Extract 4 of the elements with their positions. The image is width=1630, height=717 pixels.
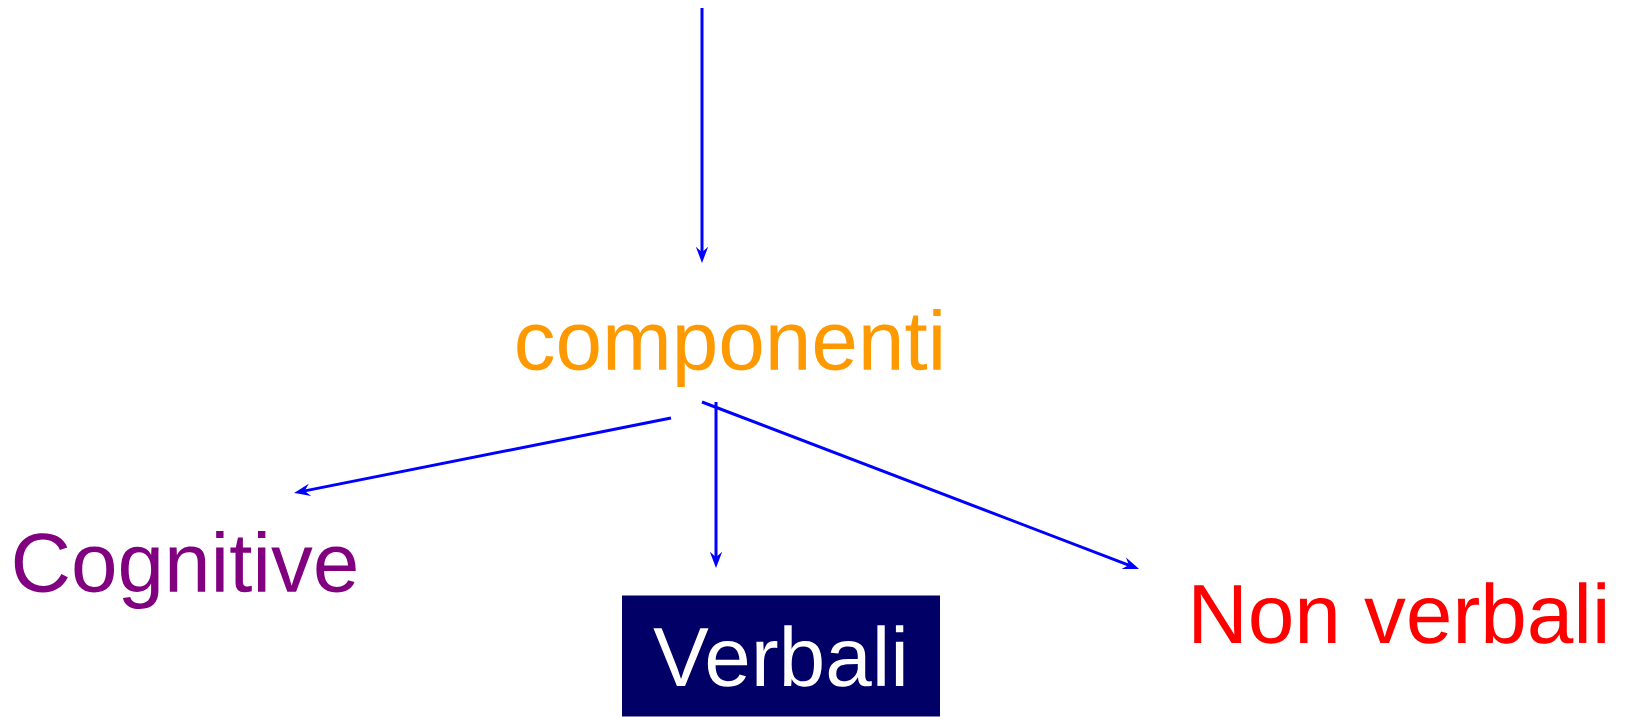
text-box: Verbali bbox=[622, 595, 940, 717]
label-text: Cognitive bbox=[14, 531, 356, 609]
label-text: Non verbali bbox=[1194, 582, 1605, 644]
label-text: componenti bbox=[517, 309, 941, 387]
